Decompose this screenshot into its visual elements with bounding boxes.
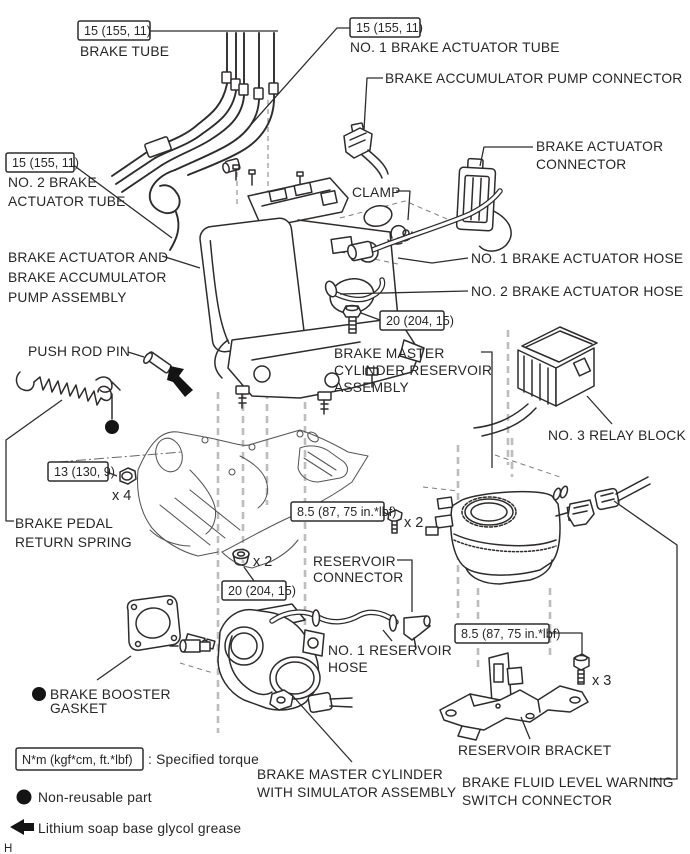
brake-actuator-assembly-drawing [199,164,425,415]
leader-lines [5,27,678,780]
torque-value: 8.5 (87, 75 in.*lbf) [461,627,560,641]
brake-tubes-drawing [111,32,279,251]
label-actuator-assembly-1: BRAKE ACTUATOR AND [8,250,168,265]
label-push-rod-pin: PUSH ROD PIN [28,344,130,359]
label-relay-block: NO. 3 RELAY BLOCK [548,428,686,443]
torque-value: 20 (204, 15) [386,314,454,328]
label-brake-tube: BRAKE TUBE [80,44,169,59]
grease-arrow-legend-icon [10,819,34,835]
qty-reservoir-bolt: x 2 [404,515,423,531]
label-reservoir-bracket: RESERVOIR BRACKET [458,743,612,758]
label-fluid-warning-1: BRAKE FLUID LEVEL WARNING [462,775,674,790]
non-reusable-dot-gasket [32,687,46,701]
qty-bracket-bolt: x 3 [592,673,611,689]
page-mark: H [4,843,12,854]
no2-brake-actuator-hose-drawing [324,277,386,303]
torque-value: 8.5 (87, 75 in.*lbf) [297,505,396,519]
relay-block-drawing [473,326,598,437]
torque-box-bracket-bolt: 8.5 (87, 75 in.*lbf) [454,623,560,644]
warning-switch-connector-drawing [594,476,651,511]
torque-box-master-cylinder-nut: 20 (204, 15) [221,580,296,601]
push-rod-pin-drawing [143,351,172,374]
label-no1-brake-actuator-tube: NO. 1 BRAKE ACTUATOR TUBE [350,40,560,55]
label-no2-brake-actuator-tube-1: NO. 2 BRAKE [8,175,97,190]
label-reservoir-connector-1: RESERVOIR [313,554,396,569]
reservoir-connector-drawing [567,499,595,527]
label-clamp: CLAMP [352,185,401,200]
torque-box-brake-tube: 15 (155, 11) [77,20,151,41]
label-reservoir-connector-2: CONNECTOR [313,570,403,585]
actuator-bolt-drawing [342,304,362,334]
torque-box-no1-tube: 15 (155, 11) [349,17,423,38]
label-fluid-warning-2: SWITCH CONNECTOR [462,793,612,808]
non-reusable-icon [16,789,32,805]
label-reservoir-assembly-1: BRAKE MASTER [334,346,445,361]
torque-value: 13 (130, 9) [54,465,115,479]
label-no2-brake-actuator-hose: NO. 2 BRAKE ACTUATOR HOSE [471,284,683,299]
legend-torque-box [15,747,144,771]
legend-torque-meaning: : Specified torque [148,752,259,767]
legend-torque-unit: N*m (kgf*cm, ft.*lbf) [22,753,133,767]
legend: N*m (kgf*cm, ft.*lbf) : Specified torque… [4,747,259,854]
label-actuator-assembly-3: PUMP ASSEMBLY [8,290,127,305]
label-actuator-assembly-2: BRAKE ACCUMULATOR [8,270,167,285]
label-no1-reservoir-hose-1: NO. 1 RESERVOIR [328,643,452,658]
legend-non-reusable: Non-reusable part [38,790,152,805]
torque-box-no2-tube: 15 (155, 11) [5,152,79,173]
label-master-cylinder-2: WITH SIMULATOR ASSEMBLY [257,785,456,800]
non-reusable-dot [105,420,119,434]
label-no1-brake-actuator-hose: NO. 1 BRAKE ACTUATOR HOSE [471,251,683,266]
pedal-nut-drawing [119,467,137,485]
label-master-cylinder-1: BRAKE MASTER CYLINDER [257,767,443,782]
label-return-spring-2: RETURN SPRING [15,535,132,550]
torque-value: 15 (155, 11) [356,21,423,35]
qty-master-cylinder-nut: x 2 [253,554,272,570]
label-brake-actuator-connector-1: BRAKE ACTUATOR [536,139,663,154]
bracket-bolt-drawing [573,653,590,685]
label-brake-actuator-connector-2: CONNECTOR [536,157,626,172]
label-return-spring-1: BRAKE PEDAL [15,516,113,531]
torque-box-reservoir-bolt: 8.5 (87, 75 in.*lbf) [290,501,396,522]
torque-box-pedal-nut: 13 (130, 9) [47,461,115,482]
accumulator-pump-connector-drawing [343,122,389,179]
label-reservoir-assembly-3: ASSEMBLY [334,380,409,395]
label-reservoir-assembly-2: CYLINDER RESERVOIR [334,363,492,378]
master-cylinder-drawing [169,603,353,714]
label-accumulator-pump-connector: BRAKE ACCUMULATOR PUMP CONNECTOR [385,71,682,86]
grommet-drawing [232,548,250,566]
reservoir-bracket-drawing [439,652,589,741]
reservoir-bolt-drawing [387,509,403,534]
label-no2-brake-actuator-tube-2: ACTUATOR TUBE [8,194,126,209]
torque-value: 15 (155, 11) [84,24,151,38]
reservoir-hose-drawing [269,609,431,649]
label-booster-gasket-2: GASKET [50,701,108,716]
qty-pedal-nut: x 4 [112,488,131,504]
label-booster-gasket-1: BRAKE BOOSTER [50,687,171,702]
return-spring-drawing [15,371,121,434]
torque-box-actuator-bolt: 20 (204, 15) [379,310,454,331]
torque-value: 20 (204, 15) [228,584,296,598]
no1-brake-actuator-hose-drawing [347,188,503,262]
reservoir-drawing [425,485,590,585]
label-no1-reservoir-hose-2: HOSE [328,660,368,675]
legend-grease: Lithium soap base glycol grease [38,821,241,836]
grease-arrow-icon [167,366,193,397]
engine-block-drawing [57,429,369,569]
torque-value: 15 (155, 11) [12,156,79,170]
